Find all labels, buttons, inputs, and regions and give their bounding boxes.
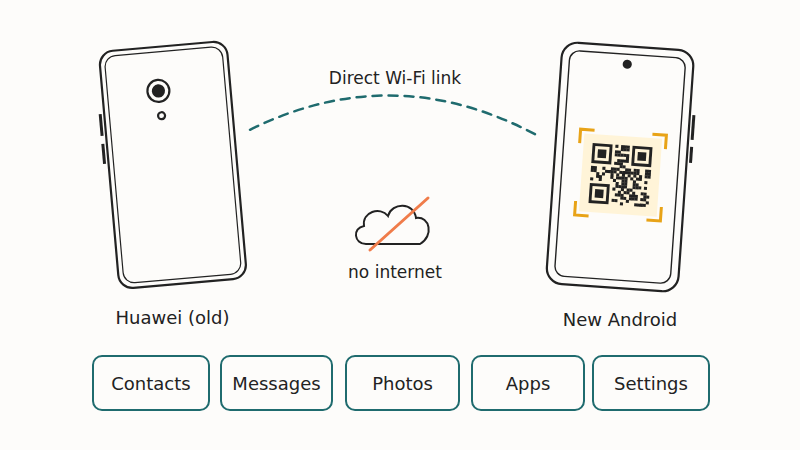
data-box: Photos [345, 355, 460, 411]
box-label: Apps [506, 373, 551, 394]
scan-frame [575, 129, 667, 221]
status-label: no internet [348, 262, 442, 282]
qr-code [588, 143, 652, 207]
wifi-link [250, 95, 540, 136]
no-internet-slash [370, 198, 428, 250]
side-button [692, 115, 694, 140]
data-box: Messages [220, 355, 333, 411]
data-box: Contacts [92, 355, 210, 411]
box-label: Photos [372, 373, 433, 394]
scan-area [579, 133, 662, 216]
phone-node: New Android [540, 40, 700, 295]
phone-body [95, 41, 247, 290]
phone-outline [546, 42, 695, 293]
camera-lens [152, 85, 164, 97]
device-label: New Android [563, 309, 678, 330]
phone-body [546, 42, 699, 293]
device-label: Huawei (old) [116, 307, 230, 328]
camera-ring [146, 79, 170, 103]
side-button [103, 144, 105, 164]
side-button [100, 114, 102, 136]
link-label: Direct Wi-Fi link [325, 68, 465, 88]
cloud-icon [356, 206, 429, 244]
flash [158, 112, 166, 120]
phone-node: Huawei (old) [95, 38, 250, 293]
phone-screen [554, 50, 685, 284]
new-phone-drawing [540, 40, 700, 295]
box-label: Contacts [111, 373, 190, 394]
data-box: Settings [592, 355, 710, 411]
phone-outline [99, 41, 247, 289]
phone-edge [104, 46, 241, 283]
box-label: Messages [232, 373, 320, 394]
box-label: Settings [614, 373, 688, 394]
old-phone-drawing [95, 38, 250, 293]
data-box: Apps [471, 355, 585, 411]
front-camera [624, 61, 631, 68]
side-button [691, 147, 692, 163]
